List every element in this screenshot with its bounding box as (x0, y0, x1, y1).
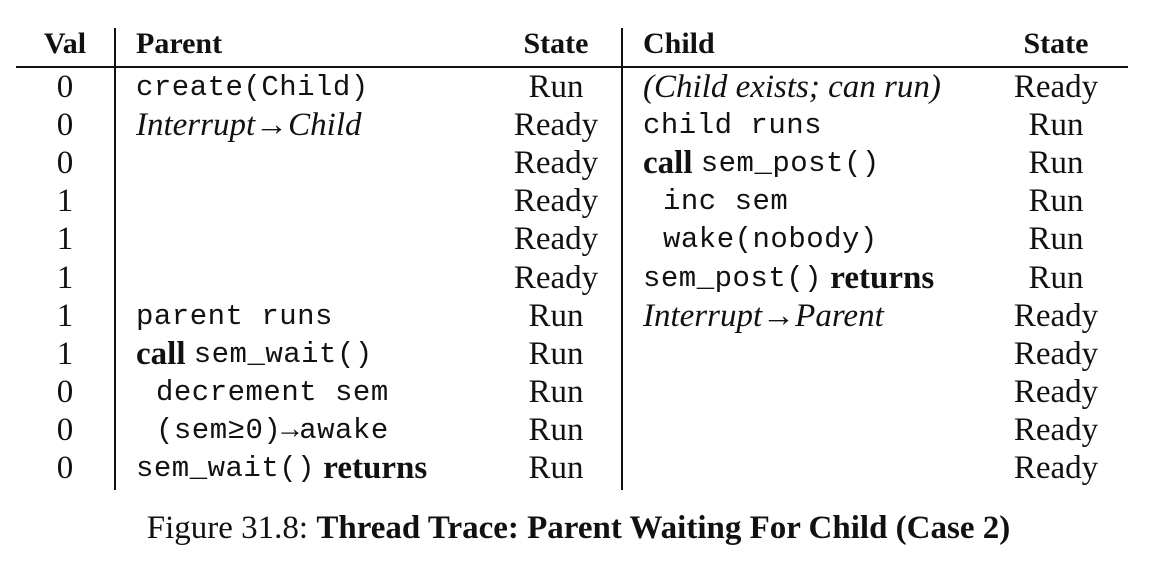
table-row: 1 parent runs Run Interrupt→Parent Ready (16, 297, 1128, 335)
header-parent-state: State (523, 27, 589, 60)
caption-label: Figure 31.8: (146, 510, 317, 546)
thread-trace-table: Val Parent State Child State 0 create(Chi… (16, 27, 1128, 490)
header-child-state: State (1023, 27, 1089, 60)
child-state-cell: Ready (1013, 374, 1099, 411)
parent-state-cell: Ready (513, 106, 599, 143)
parent-state-cell: Run (528, 412, 584, 449)
child-cell-segment: child runs (643, 108, 823, 142)
table-body: 0 create(Child) Run (Child exists; can run)… (16, 68, 1128, 488)
parent-state-cell: Ready (513, 259, 599, 296)
parent-cell-segment: returns (315, 450, 428, 487)
header-row: Val Parent State Child State (16, 27, 1128, 60)
parent-state-cell: Ready (513, 183, 599, 220)
child-state-cell: Ready (1013, 450, 1099, 487)
parent-cell: sem_wait() returns (136, 450, 427, 488)
child-cell-segment: sem_post() (700, 146, 880, 180)
parent-cell: call sem_wait() (136, 335, 373, 373)
parent-state-cell: Run (528, 450, 584, 487)
val-cell: 1 (56, 335, 74, 372)
parent-cell: Interrupt→Child (136, 106, 362, 144)
table-row: 0 sem_wait() returns Run Ready (16, 450, 1128, 488)
parent-cell: parent runs (136, 297, 333, 335)
parent-cell-segment: parent runs (136, 299, 333, 333)
val-cell: 0 (56, 144, 74, 181)
table-row: 0 Ready call sem_post() Run (16, 144, 1128, 182)
child-cell: sem_post() returns (643, 259, 934, 297)
parent-state-cell: Run (528, 335, 584, 372)
child-cell-segment: call (643, 144, 701, 181)
table-row: 1 call sem_wait() Run Ready (16, 335, 1128, 373)
val-cell: 1 (56, 221, 74, 258)
parent-cell-segment: decrement sem (156, 376, 389, 410)
val-cell: 0 (56, 374, 74, 411)
child-state-cell: Ready (1013, 68, 1099, 105)
table-row: 1 Ready sem_post() returns Run (16, 259, 1128, 297)
parent-cell: (sem≥0)→awake (136, 412, 389, 450)
figure-caption: Figure 31.8: Thread Trace: Parent Waitin… (0, 510, 1157, 547)
caption-title: Thread Trace: Parent Waiting For Child (… (316, 510, 1011, 546)
child-cell-segment: inc sem (663, 185, 789, 219)
child-state-cell: Run (1028, 259, 1084, 296)
child-cell: (Child exists; can run) (643, 68, 941, 106)
parent-cell-segment: sem_wait() (136, 452, 316, 486)
child-state-cell: Run (1028, 221, 1084, 258)
child-cell: Interrupt→Parent (643, 297, 884, 335)
parent-state-cell: Run (528, 297, 584, 334)
divider-val-parent (114, 28, 116, 490)
parent-cell: decrement sem (136, 374, 389, 412)
val-cell: 1 (56, 297, 74, 334)
table-row: 1 Ready wake(nobody) Run (16, 221, 1128, 259)
header-val: Val (43, 27, 87, 60)
val-cell: 1 (56, 259, 74, 296)
child-cell: inc sem (643, 183, 788, 221)
parent-state-cell: Ready (513, 144, 599, 181)
header-child: Child (643, 27, 715, 60)
val-cell: 0 (56, 68, 74, 105)
child-state-cell: Ready (1013, 412, 1099, 449)
parent-cell-segment: call (136, 335, 194, 372)
header-rule (16, 66, 1128, 68)
table-row: 0 Interrupt→Child Ready child runs Run (16, 106, 1128, 144)
parent-cell-segment: Interrupt→Child (136, 106, 362, 143)
table-row: 1 Ready inc sem Run (16, 183, 1128, 221)
child-state-cell: Run (1028, 144, 1084, 181)
child-state-cell: Run (1028, 106, 1084, 143)
child-cell: wake(nobody) (643, 221, 878, 259)
child-state-cell: Run (1028, 183, 1084, 220)
table-row: 0 (sem≥0)→awake Run Ready (16, 412, 1128, 450)
val-cell: 0 (56, 450, 74, 487)
parent-cell-segment: create(Child) (136, 70, 369, 104)
val-cell: 1 (56, 183, 74, 220)
val-cell: 0 (56, 412, 74, 449)
parent-cell-segment: sem_wait() (193, 337, 373, 371)
parent-state-cell: Ready (513, 221, 599, 258)
parent-state-cell: Run (528, 374, 584, 411)
child-cell-segment: Interrupt→Parent (643, 297, 884, 334)
child-cell: call sem_post() (643, 144, 880, 182)
parent-cell-segment: (sem≥0)→awake (156, 414, 389, 448)
child-cell-segment: sem_post() (643, 261, 823, 295)
table-row: 0 decrement sem Run Ready (16, 374, 1128, 412)
child-cell: child runs (643, 106, 822, 144)
child-cell-segment: returns (822, 259, 935, 296)
child-state-cell: Ready (1013, 297, 1099, 334)
header-parent: Parent (136, 27, 223, 60)
child-cell-segment: (Child exists; can run) (643, 68, 941, 105)
child-state-cell: Ready (1013, 335, 1099, 372)
val-cell: 0 (56, 106, 74, 143)
parent-state-cell: Run (528, 68, 584, 105)
table-row: 0 create(Child) Run (Child exists; can run)… (16, 68, 1128, 106)
divider-parent-child (621, 28, 623, 490)
parent-cell: create(Child) (136, 68, 369, 106)
child-cell-segment: wake(nobody) (663, 223, 878, 257)
